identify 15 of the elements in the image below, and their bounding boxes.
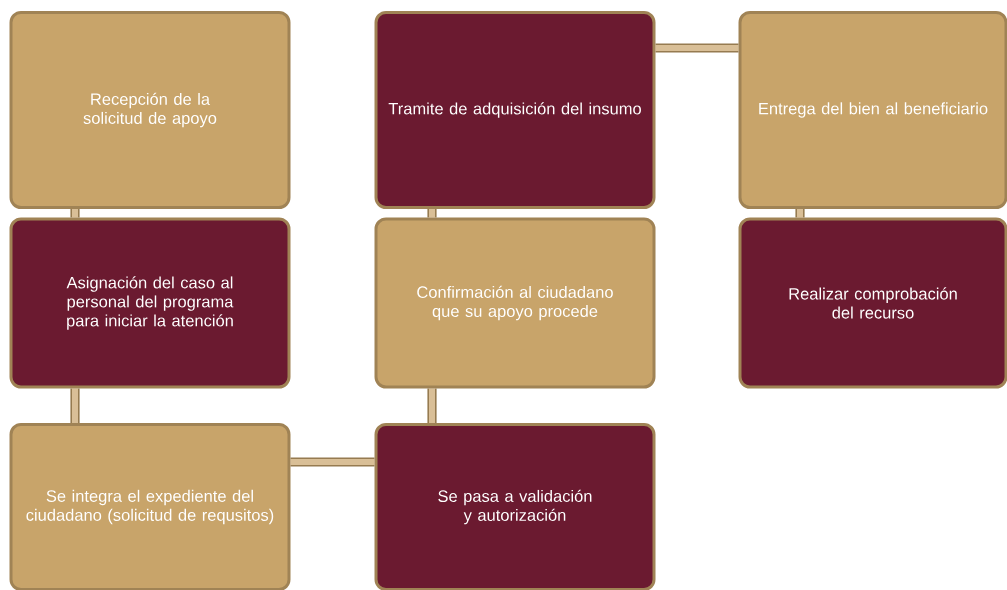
process-box: Realizar comprobación del recurso — [738, 217, 1007, 389]
process-box: Confirmación al ciudadano que su apoyo procede — [374, 217, 656, 389]
connector-bar — [655, 43, 739, 53]
connector-bar — [427, 388, 437, 423]
connector-bar — [70, 388, 80, 423]
process-box: Tramite de adquisición del insumo — [374, 11, 656, 209]
connector-bar — [427, 209, 437, 218]
process-box: Asignación del caso al personal del programa para iniciar la atención — [9, 217, 291, 389]
connector-bar — [70, 209, 80, 218]
process-box: Entrega del bien al beneficiario — [738, 11, 1007, 209]
process-box: Recepción de la solicitud de apoyo — [9, 11, 291, 209]
connector-bar — [290, 457, 375, 467]
connector-bar — [795, 209, 805, 218]
process-box: Se integra el expediente del ciudadano (solicitud de requsitos) — [9, 423, 291, 590]
process-box: Se pasa a validación y autorización — [374, 423, 656, 590]
